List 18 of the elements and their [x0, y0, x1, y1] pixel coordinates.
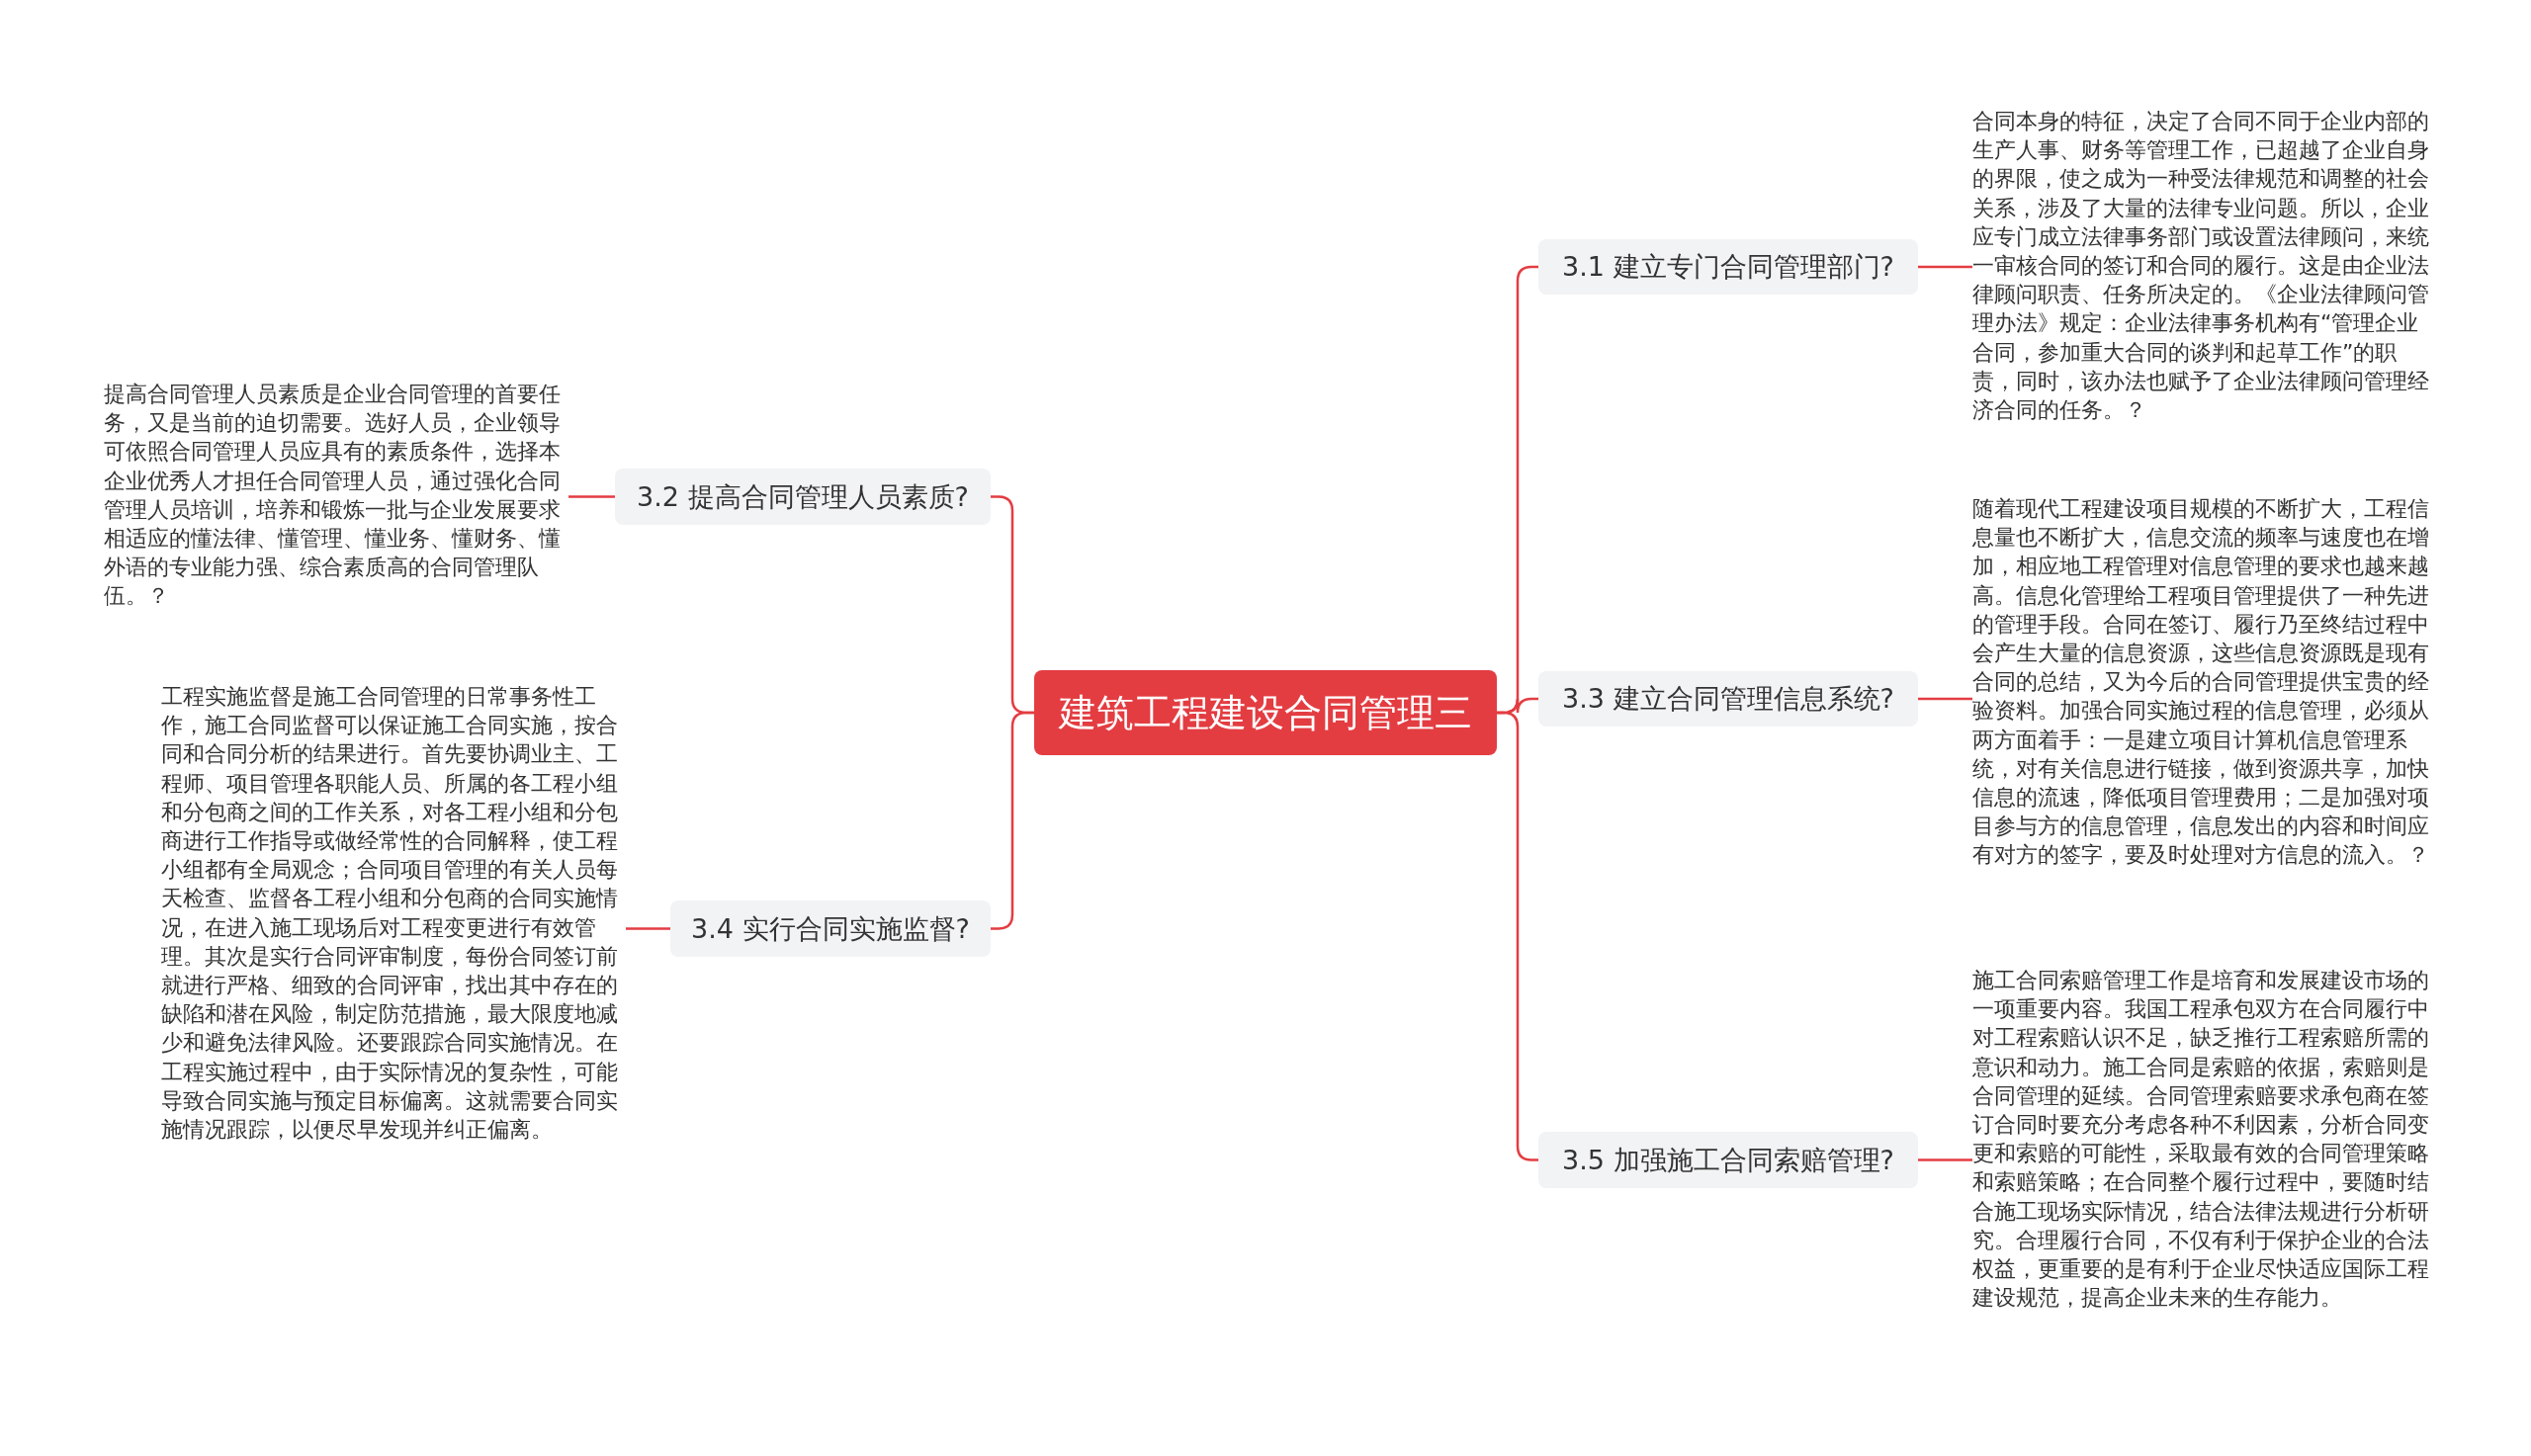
topic-box: 3.5 加强施工合同索赔管理?	[1538, 1132, 1918, 1188]
connector-line	[1497, 711, 1538, 1161]
connector-line	[568, 495, 615, 498]
note-text: 提高合同管理人员素质是企业合同管理的首要任务，又是当前的迫切需要。选好人员，企业领导可依照合同管理人员应具有的素质条件，选择本企业优秀人才担任合同管理人员，通过强化合同管理人员培训，培养和锻炼一批与企业发展要求相适应的懂法律、懂管理、懂业务、懂财务、懂外语的专业能力强、综合素质高的合同管理队伍。？	[104, 380, 568, 611]
note-text: 工程实施监督是施工合同管理的日常事务性工作，施工合同监督可以保证施工合同实施，按合同和合同分析的结果进行。首先要协调业主、工程师、项目管理各职能人员、所属的各工程小组和分包商之间的工作关系，对各工程小组和分包商进行工作指导或做经常性的合同解释，使工程小组都有全局观念；合同项目管理的有关人员每天检查、监督各工程小组和分包商的合同实施情况，在进入施工现场后对工程变更进行有效管理。其次是实行合同评审制度，每份合同签订前就进行严格、细致的合同评审，找出其中存在的缺陷和潜在风险，制定防范措施，最大限度地减少和避免法律风险。还要跟踪合同实施情况。在工程实施过程中，由于实际情况的复杂性，可能导致合同实施与预定目标偏离。这就需要合同实施情况跟踪，以便尽早发现并纠正偏离。	[161, 682, 626, 1145]
topic-box: 3.2 提高合同管理人员素质?	[615, 469, 991, 525]
note-text: 施工合同索赔管理工作是培育和发展建设市场的一项重要内容。我国工程承包双方在合同履行中对工程索赔认识不足，缺乏推行工程索赔所需的意识和动力。施工合同是索赔的依据，索赔则是合同管理的延续。合同管理索赔要求承包商在签订合同时要充分考虑各种不利因素，分析合同变更和索赔的可能性，采取最有效的合同管理策略和索赔策略；在合同整个履行过程中，要随时结合施工现场实际情况，结合法律法规进行分析研究。合理履行合同，不仅有利于保护企业的合法权益，更重要的是有利于企业尽快适应国际工程建设规范，提高企业未来的生存能力。	[1972, 966, 2437, 1313]
topic-box: 3.4 实行合同实施监督?	[670, 900, 991, 957]
topic-box: 3.1 建立专门合同管理部门?	[1538, 239, 1918, 295]
note-text: 随着现代工程建设项目规模的不断扩大，工程信息量也不断扩大，信息交流的频率与速度也在增加，相应地工程管理对信息管理的要求也越来越高。信息化管理给工程项目管理提供了一种先进的管理手段。合同在签订、履行乃至终结过程中会产生大量的信息资源，这些信息资源既是现有合同的总结，又为今后的合同管理提供宝贵的经验资料。加强合同实施过程的信息管理，必须从两方面着手：一是建立项目计算机信息管理系统，对有关信息进行链接，做到资源共享，加快信息的流速，降低项目管理费用；二是加强对项目参与方的信息管理，信息发出的内容和时间应有对方的签字，要及时处理对方信息的流入。？	[1972, 494, 2437, 870]
connector-line	[1918, 265, 1972, 269]
connector-line	[991, 711, 1034, 930]
note-text: 合同本身的特征，决定了合同不同于企业内部的生产人事、财务等管理工作，已超越了企业自身的界限，使之成为一种受法律规范和调整的社会关系，涉及了大量的法律专业问题。所以，企业应专门成立法律事务部门或设置法律顾问，来统一审核合同的签订和合同的履行。这是由企业法律顾问职责、任务所决定的。《企业法律顾问管理办法》规定：企业法律事务机构有“管理企业合同，参加重大合同的谈判和起草工作”的职责，同时，该办法也赋予了企业法律顾问管理经济合同的任务。？	[1972, 107, 2437, 425]
topic-box: 3.3 建立合同管理信息系统?	[1538, 671, 1918, 727]
connector-line	[1918, 697, 1972, 701]
connector-line	[626, 927, 670, 930]
central-topic: 建筑工程建设合同管理三	[1034, 670, 1497, 755]
connector-line	[1918, 1158, 1972, 1161]
